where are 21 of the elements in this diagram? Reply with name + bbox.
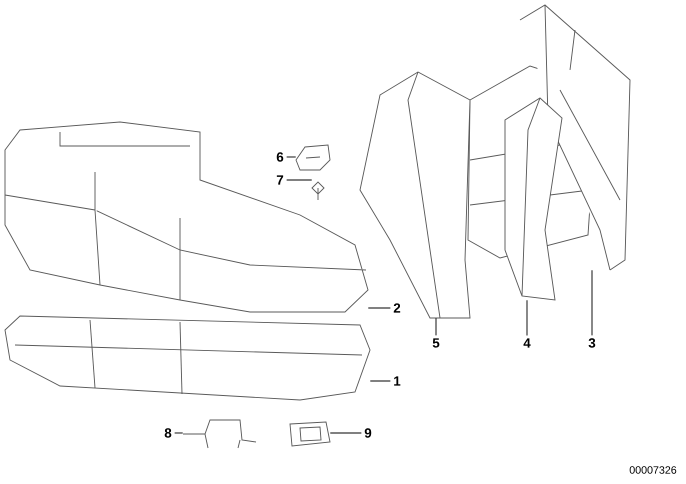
callout-number: 7 (276, 175, 284, 185)
cover-drawing (290, 422, 331, 446)
callout-number: 9 (364, 428, 372, 438)
leader-line (174, 432, 184, 434)
side-bolster-drawing (360, 71, 470, 318)
callout-number: 1 (394, 376, 400, 386)
callout-number: 3 (588, 338, 596, 348)
bracket-drawing (182, 420, 256, 448)
side-bolster-drawing (504, 97, 562, 301)
leader-line (286, 156, 296, 158)
leader-line (330, 432, 362, 434)
leader-line (526, 300, 528, 336)
callout-number: 8 (164, 428, 172, 438)
seat-cushion-drawing (4, 316, 370, 400)
callout-number: 5 (432, 338, 440, 348)
callout-number: 6 (276, 152, 284, 162)
leader-line (370, 380, 391, 382)
callout-number: 4 (524, 338, 531, 348)
callout-number: 2 (394, 303, 400, 313)
seat-cushion-drawing (4, 122, 369, 312)
drawing-number: 00007326 (630, 466, 676, 474)
